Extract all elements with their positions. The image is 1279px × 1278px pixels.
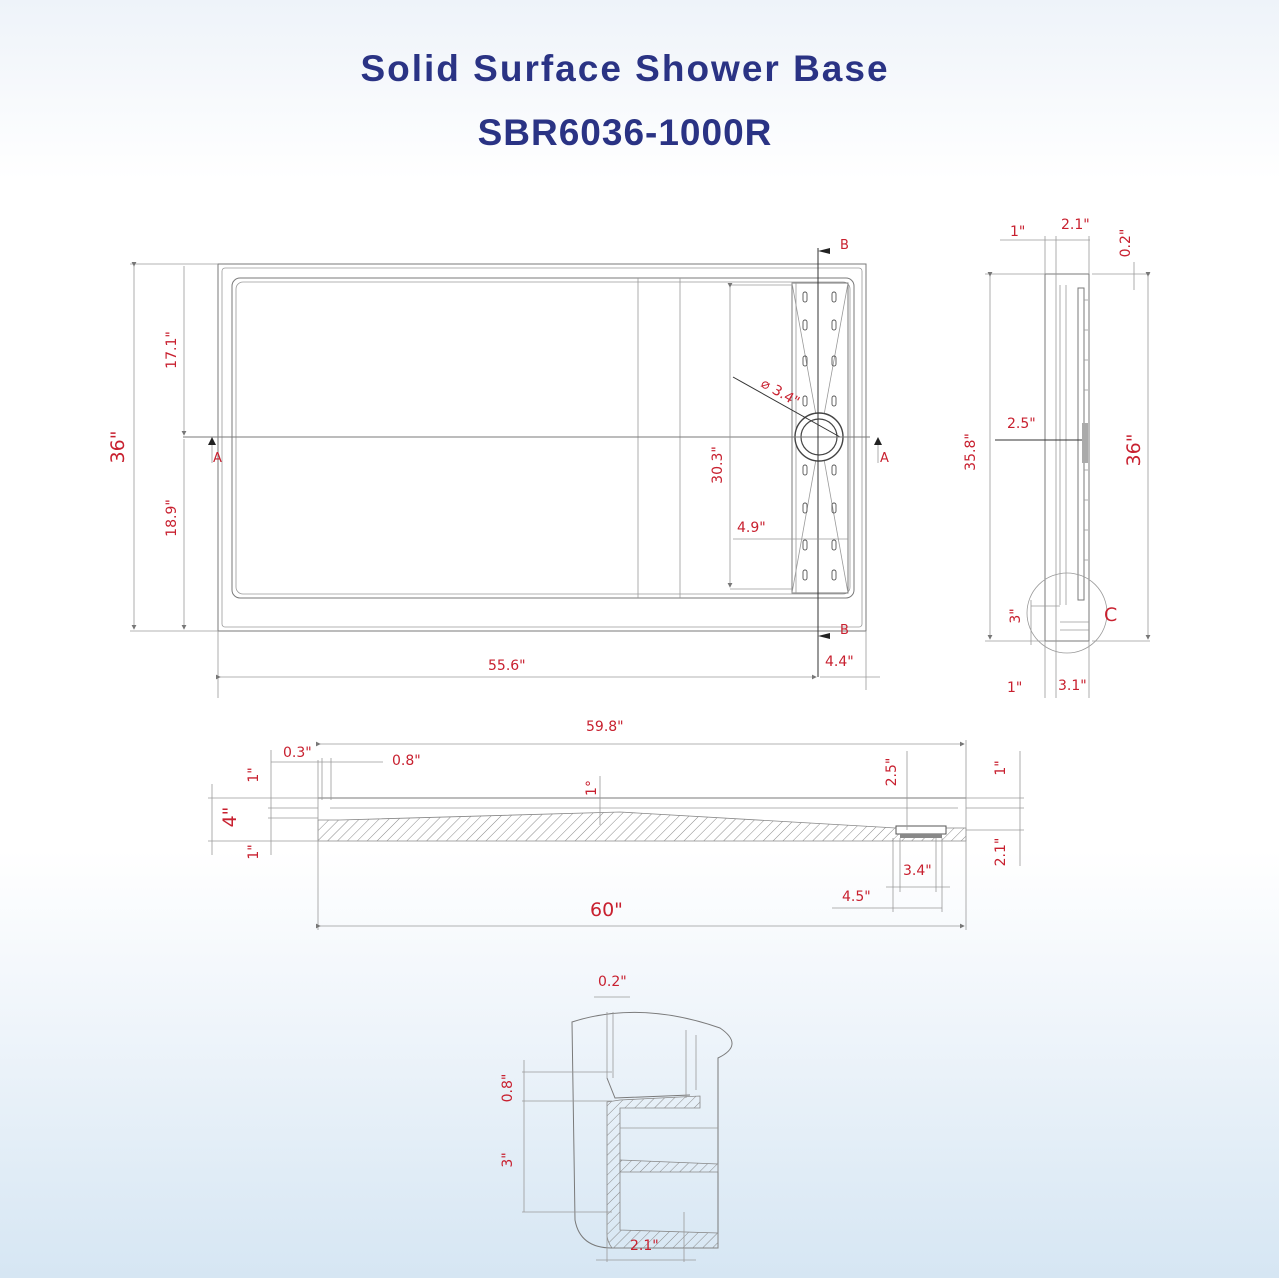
dim-right-bottom: 2.1" — [993, 838, 1009, 867]
dim-overall-depth: 36" — [107, 431, 129, 464]
dim-side-inner-depth: 35.8" — [963, 433, 979, 471]
dim-side-drain-offset: 2.5" — [1007, 416, 1036, 432]
section-b-bottom: B — [840, 623, 849, 638]
detail-c: 0.2" 0.8" 3" 2.1" — [500, 974, 733, 1262]
dim-detail-lip: 0.2" — [598, 974, 627, 990]
section-b-top: B — [840, 238, 849, 253]
dim-side-top-width: 2.1" — [1061, 217, 1090, 233]
side-view: C 1" 2.1" 0.2" 35.8" 36" 2.5" 3" 1" 3.1" — [963, 217, 1151, 698]
top-view: B B A A 36" 17.1" 18.9" 30.3" ⌀ 3.4" 4.9… — [107, 238, 889, 698]
dim-side-curb-height: 3" — [1008, 608, 1024, 623]
dim-side-bottom-left: 1" — [1007, 680, 1022, 696]
dim-right-top: 1" — [993, 760, 1009, 775]
dim-side-top-right: 0.2" — [1118, 229, 1134, 258]
dim-detail-step: 0.8" — [500, 1074, 516, 1103]
dim-total-height: 4" — [219, 807, 241, 828]
dim-side-bottom-width: 3.1" — [1058, 678, 1087, 694]
dim-upper-segment: 17.1" — [164, 331, 180, 369]
dim-side-overall-depth: 36" — [1123, 434, 1145, 467]
dim-drain-diameter: ⌀ 3.4" — [758, 376, 802, 411]
dim-front-drain-diameter: 3.4" — [903, 863, 932, 879]
front-section: 59.8" 0.3" 0.8" 1° 2.5" 1" 2.1" 4" 1" 1" — [208, 719, 1024, 930]
section-a-right: A — [880, 451, 889, 466]
model-number: SBR6036-1000R — [477, 112, 773, 153]
dim-inner-length: 59.8" — [586, 719, 624, 735]
dim-side-top-left: 1" — [1010, 224, 1025, 240]
dim-left-bottom: 1" — [246, 844, 262, 859]
dim-drain-to-edge: 4.4" — [825, 654, 854, 670]
dim-drain-depth: 2.5" — [884, 758, 900, 787]
dim-detail-width: 2.1" — [630, 1238, 659, 1254]
dim-front-drain-offset: 4.5" — [842, 889, 871, 905]
drain-slots — [802, 291, 837, 581]
drawing-title: Solid Surface Shower Base — [360, 48, 890, 89]
dim-length-to-drain: 55.6" — [488, 658, 526, 674]
dim-left-top: 1" — [246, 767, 262, 782]
dim-overall-length: 60" — [590, 899, 623, 921]
dim-lower-segment: 18.9" — [164, 499, 180, 537]
dim-drain-span: 30.3" — [710, 446, 726, 484]
detail-c-label: C — [1104, 604, 1117, 626]
dim-detail-height: 3" — [500, 1152, 516, 1167]
dim-slope: 1° — [584, 780, 600, 796]
dim-lip: 0.3" — [283, 745, 312, 761]
dim-channel-width: 4.9" — [737, 520, 766, 536]
dim-wall: 0.8" — [392, 753, 421, 769]
section-a-left: A — [213, 451, 222, 466]
